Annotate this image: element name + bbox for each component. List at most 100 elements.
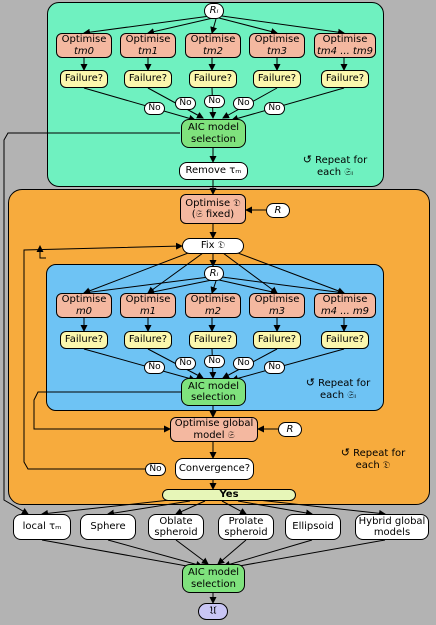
top-input-r-i: Rᵢ	[204, 3, 224, 19]
inner-optimise-m1: Optimise m1	[120, 293, 176, 318]
top-optimise-label: Optimise	[322, 34, 368, 45]
optimise-d-line-2: (𝔖 fixed)	[191, 209, 235, 220]
top-aic-model-selection: AIC model selection	[181, 119, 246, 148]
output-label: local τₘ	[22, 521, 62, 533]
r-input-2: R	[278, 422, 302, 437]
inner-no-1: No	[175, 357, 196, 370]
optimise-d: Optimise 𝔇 (𝔖 fixed)	[180, 194, 246, 224]
remove-tau-m: Remove τₘ	[179, 162, 248, 180]
convergence-no: No	[145, 463, 166, 476]
inner-aic-model-selection: AIC model selection	[181, 378, 246, 406]
inner-optimise-label: Optimise	[190, 294, 236, 305]
output-sphere: Sphere	[80, 514, 136, 540]
optimise-global-line-1: Optimise global	[174, 418, 254, 429]
inner-no-0: No	[144, 361, 165, 374]
yes-bar: Yes	[162, 489, 296, 501]
final-result: 𝔘	[198, 603, 228, 620]
top-optimise-tm3: Optimise tm3	[249, 33, 305, 58]
top-failure-1: Failure?	[124, 70, 172, 88]
inner-failure-0: Failure?	[60, 331, 108, 349]
repeat-line-1: Repeat for	[318, 378, 371, 389]
optimise-d-line-1: Optimise 𝔇	[185, 197, 241, 209]
top-optimise-label: Optimise	[254, 34, 300, 45]
top-optimise-label: Optimise	[125, 34, 171, 45]
fix-d: Fix 𝔇	[182, 238, 244, 254]
top-no-1: No	[175, 97, 196, 110]
inner-failure-4: Failure?	[321, 331, 369, 349]
inner-optimise-label: Optimise	[61, 294, 107, 305]
top-no-3: No	[233, 97, 254, 110]
top-no-0: No	[144, 102, 165, 115]
inner-optimise-model: m4 ... m9	[320, 305, 370, 317]
output-prolate-spheroid: Prolate spheroid	[218, 514, 274, 540]
output-label: Ellipsoid	[292, 521, 334, 533]
inner-no-3: No	[233, 357, 254, 370]
repeat-line-2: each 𝔖ᵢ	[316, 167, 354, 178]
top-optimise-model: tm4 ... tm9	[317, 45, 373, 57]
top-optimise-model: tm1	[137, 45, 159, 57]
inner-no-4: No	[264, 361, 285, 374]
output-local-tau-m: local τₘ	[13, 514, 71, 540]
aic-line-1: AIC model	[187, 380, 240, 392]
inner-optimise-m4-m9: Optimise m4 ... m9	[314, 293, 376, 318]
final-aic-model-selection: AIC model selection	[182, 564, 245, 593]
top-optimise-model: tm2	[202, 45, 224, 57]
output-label-1: Oblate	[159, 515, 193, 527]
output-label: Sphere	[90, 521, 126, 533]
top-optimise-label: Optimise	[190, 34, 236, 45]
inner-optimise-model: m0	[75, 305, 93, 317]
top-repeat-label: ↺ Repeat for each 𝔖ᵢ	[289, 153, 381, 179]
inner-optimise-label: Optimise	[254, 294, 300, 305]
aic-line-2: selection	[191, 578, 236, 590]
loop-arrow-icon: ↺	[305, 376, 315, 389]
inner-failure-3: Failure?	[253, 331, 301, 349]
inner-failure-2: Failure?	[189, 331, 237, 349]
top-no-2: No	[204, 95, 225, 108]
output-label-2: spheroid	[224, 527, 268, 538]
aic-line-1: AIC model	[187, 122, 240, 133]
top-optimise-model: tm3	[266, 45, 288, 57]
middle-repeat-label: ↺ Repeat for each 𝔇	[326, 446, 420, 472]
top-optimise-tm0: Optimise tm0	[56, 33, 112, 58]
inner-optimise-model: m1	[139, 305, 157, 317]
repeat-line-2: each 𝔇	[355, 460, 391, 471]
output-label-2: spheroid	[154, 527, 198, 538]
top-failure-3: Failure?	[253, 70, 301, 88]
inner-optimise-m0: Optimise m0	[56, 293, 112, 318]
top-failure-2: Failure?	[189, 70, 237, 88]
inner-optimise-m3: Optimise m3	[249, 293, 305, 318]
top-no-4: No	[264, 102, 285, 115]
convergence-check: Convergence?	[175, 458, 254, 480]
optimise-global-line-2: model 𝔖	[193, 429, 235, 441]
optimise-global-model: Optimise global model 𝔖	[170, 417, 258, 442]
output-label-2: models	[373, 527, 411, 538]
inner-repeat-label: ↺ Repeat for each 𝔖ᵢ	[296, 376, 380, 402]
output-label-1: Prolate	[228, 515, 264, 527]
top-optimise-tm2: Optimise tm2	[185, 33, 241, 58]
repeat-line-1: Repeat for	[315, 155, 368, 166]
inner-optimise-label: Optimise	[322, 294, 368, 305]
inner-optimise-model: m3	[268, 305, 286, 317]
inner-input-r-i: Rᵢ	[204, 266, 224, 281]
inner-no-2: No	[204, 355, 225, 368]
aic-line-1: AIC model	[187, 567, 240, 578]
aic-line-2: selection	[191, 392, 236, 403]
top-failure-0: Failure?	[60, 70, 108, 88]
aic-line-2: selection	[191, 133, 236, 145]
output-label-1: Hybrid global	[358, 515, 426, 527]
loop-arrow-icon: ↺	[302, 153, 312, 166]
repeat-line-2: each 𝔖ᵢ	[319, 390, 357, 401]
inner-optimise-label: Optimise	[125, 294, 171, 305]
repeat-line-1: Repeat for	[353, 448, 406, 459]
inner-optimise-model: m2	[204, 305, 222, 317]
r-input-1: R	[266, 203, 290, 218]
top-optimise-model: tm0	[73, 45, 95, 57]
output-oblate-spheroid: Oblate spheroid	[148, 514, 204, 540]
top-optimise-tm1: Optimise tm1	[120, 33, 176, 58]
output-hybrid-global-models: Hybrid global models	[355, 514, 429, 540]
output-ellipsoid: Ellipsoid	[285, 514, 341, 540]
inner-failure-1: Failure?	[124, 331, 172, 349]
top-optimise-label: Optimise	[61, 34, 107, 45]
inner-optimise-m2: Optimise m2	[185, 293, 241, 318]
top-failure-4: Failure?	[321, 70, 369, 88]
